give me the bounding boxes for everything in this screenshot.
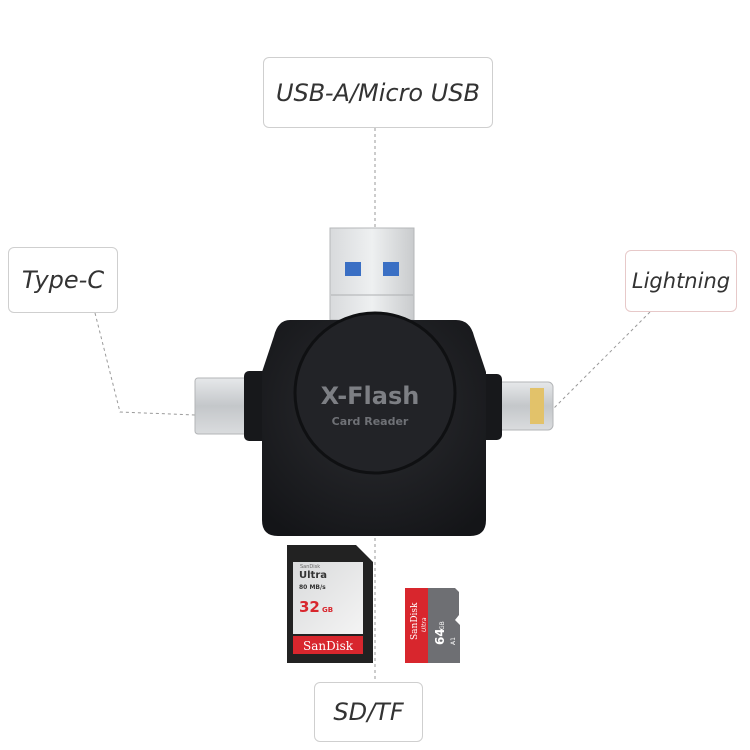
sd-card: SanDisk Ultra 80 MB/s 32 GB SanDisk: [287, 545, 373, 663]
svg-text:32: 32: [299, 598, 320, 616]
brand-text: X-Flash: [321, 382, 420, 410]
svg-text:SanDisk: SanDisk: [303, 639, 354, 653]
label-lightning: Lightning: [625, 250, 737, 312]
svg-text:GB: GB: [439, 621, 446, 630]
svg-text:GB: GB: [322, 606, 333, 614]
svg-text:SanDisk: SanDisk: [300, 564, 320, 570]
type-c-connector: [194, 371, 268, 441]
svg-text:64: 64: [433, 628, 447, 645]
usb-a-connector: [329, 227, 415, 321]
leader-line-left: [94, 312, 196, 416]
svg-text:80 MB/s: 80 MB/s: [299, 584, 326, 591]
label-sd-tf: SD/TF: [314, 682, 423, 742]
svg-text:Ultra: Ultra: [299, 570, 327, 581]
label-type-c: Type-C: [8, 247, 118, 313]
logo-circle: [293, 311, 457, 475]
svg-text:SanDisk: SanDisk: [410, 602, 420, 640]
leader-lines: [94, 128, 651, 682]
subtitle-text: Card Reader: [332, 415, 409, 428]
microsd-card: SanDisk Ultra 64 GB A1: [405, 588, 460, 663]
svg-text:Ultra: Ultra: [421, 617, 428, 632]
leader-line-right: [551, 311, 651, 411]
label-usb-a-micro-usb: USB-A/Micro USB: [263, 57, 493, 128]
svg-text:A1: A1: [450, 637, 457, 645]
